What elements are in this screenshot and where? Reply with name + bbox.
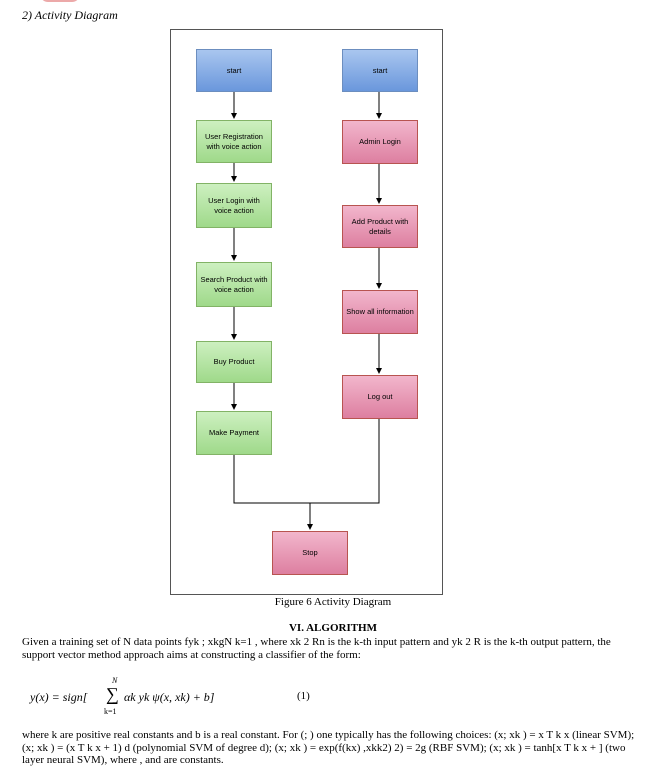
log-out-node: Log out — [342, 375, 418, 419]
add-product-node: Add Product with details — [342, 205, 418, 248]
formula-sum-symbol: ∑ — [106, 684, 119, 704]
algorithm-intro: Given a training set of N data points fy… — [22, 636, 611, 661]
user-login-node: User Login with voice action — [196, 183, 272, 228]
formula-sum-bottom: k=1 — [104, 707, 117, 716]
user-registration-node: User Registration with voice action — [196, 120, 272, 163]
admin-login-node: Admin Login — [342, 120, 418, 164]
stop-node: Stop — [272, 531, 348, 575]
buy-product-node: Buy Product — [196, 341, 272, 383]
algorithm-heading: VI. ALGORITHM — [288, 622, 377, 634]
red-highlight-mark — [40, 0, 80, 2]
diagram-frame — [170, 29, 443, 595]
connector-payment-merge — [233, 419, 380, 504]
start-node-right: start — [342, 49, 418, 92]
formula-body: αk yk ψ(x, xk) + b] — [124, 690, 215, 704]
start-node-left: start — [196, 49, 272, 92]
section-heading: 2) Activity Diagram — [22, 8, 118, 22]
make-payment-node: Make Payment — [196, 411, 272, 455]
formula-sum-top: N — [112, 676, 118, 685]
search-product-node: Search Product with voice action — [196, 262, 272, 307]
algorithm-explanation: where k are positive real constants and … — [22, 729, 635, 766]
equation-number: (1) — [297, 690, 310, 702]
figure-caption: Figure 6 Activity Diagram — [274, 596, 392, 608]
formula-lhs: y(x) = sign[ — [30, 690, 88, 704]
svm-formula: y(x) = sign[ N ∑ k=1 αk yk ψ(x, xk) + b] — [30, 676, 290, 720]
show-information-node: Show all information — [342, 290, 418, 334]
